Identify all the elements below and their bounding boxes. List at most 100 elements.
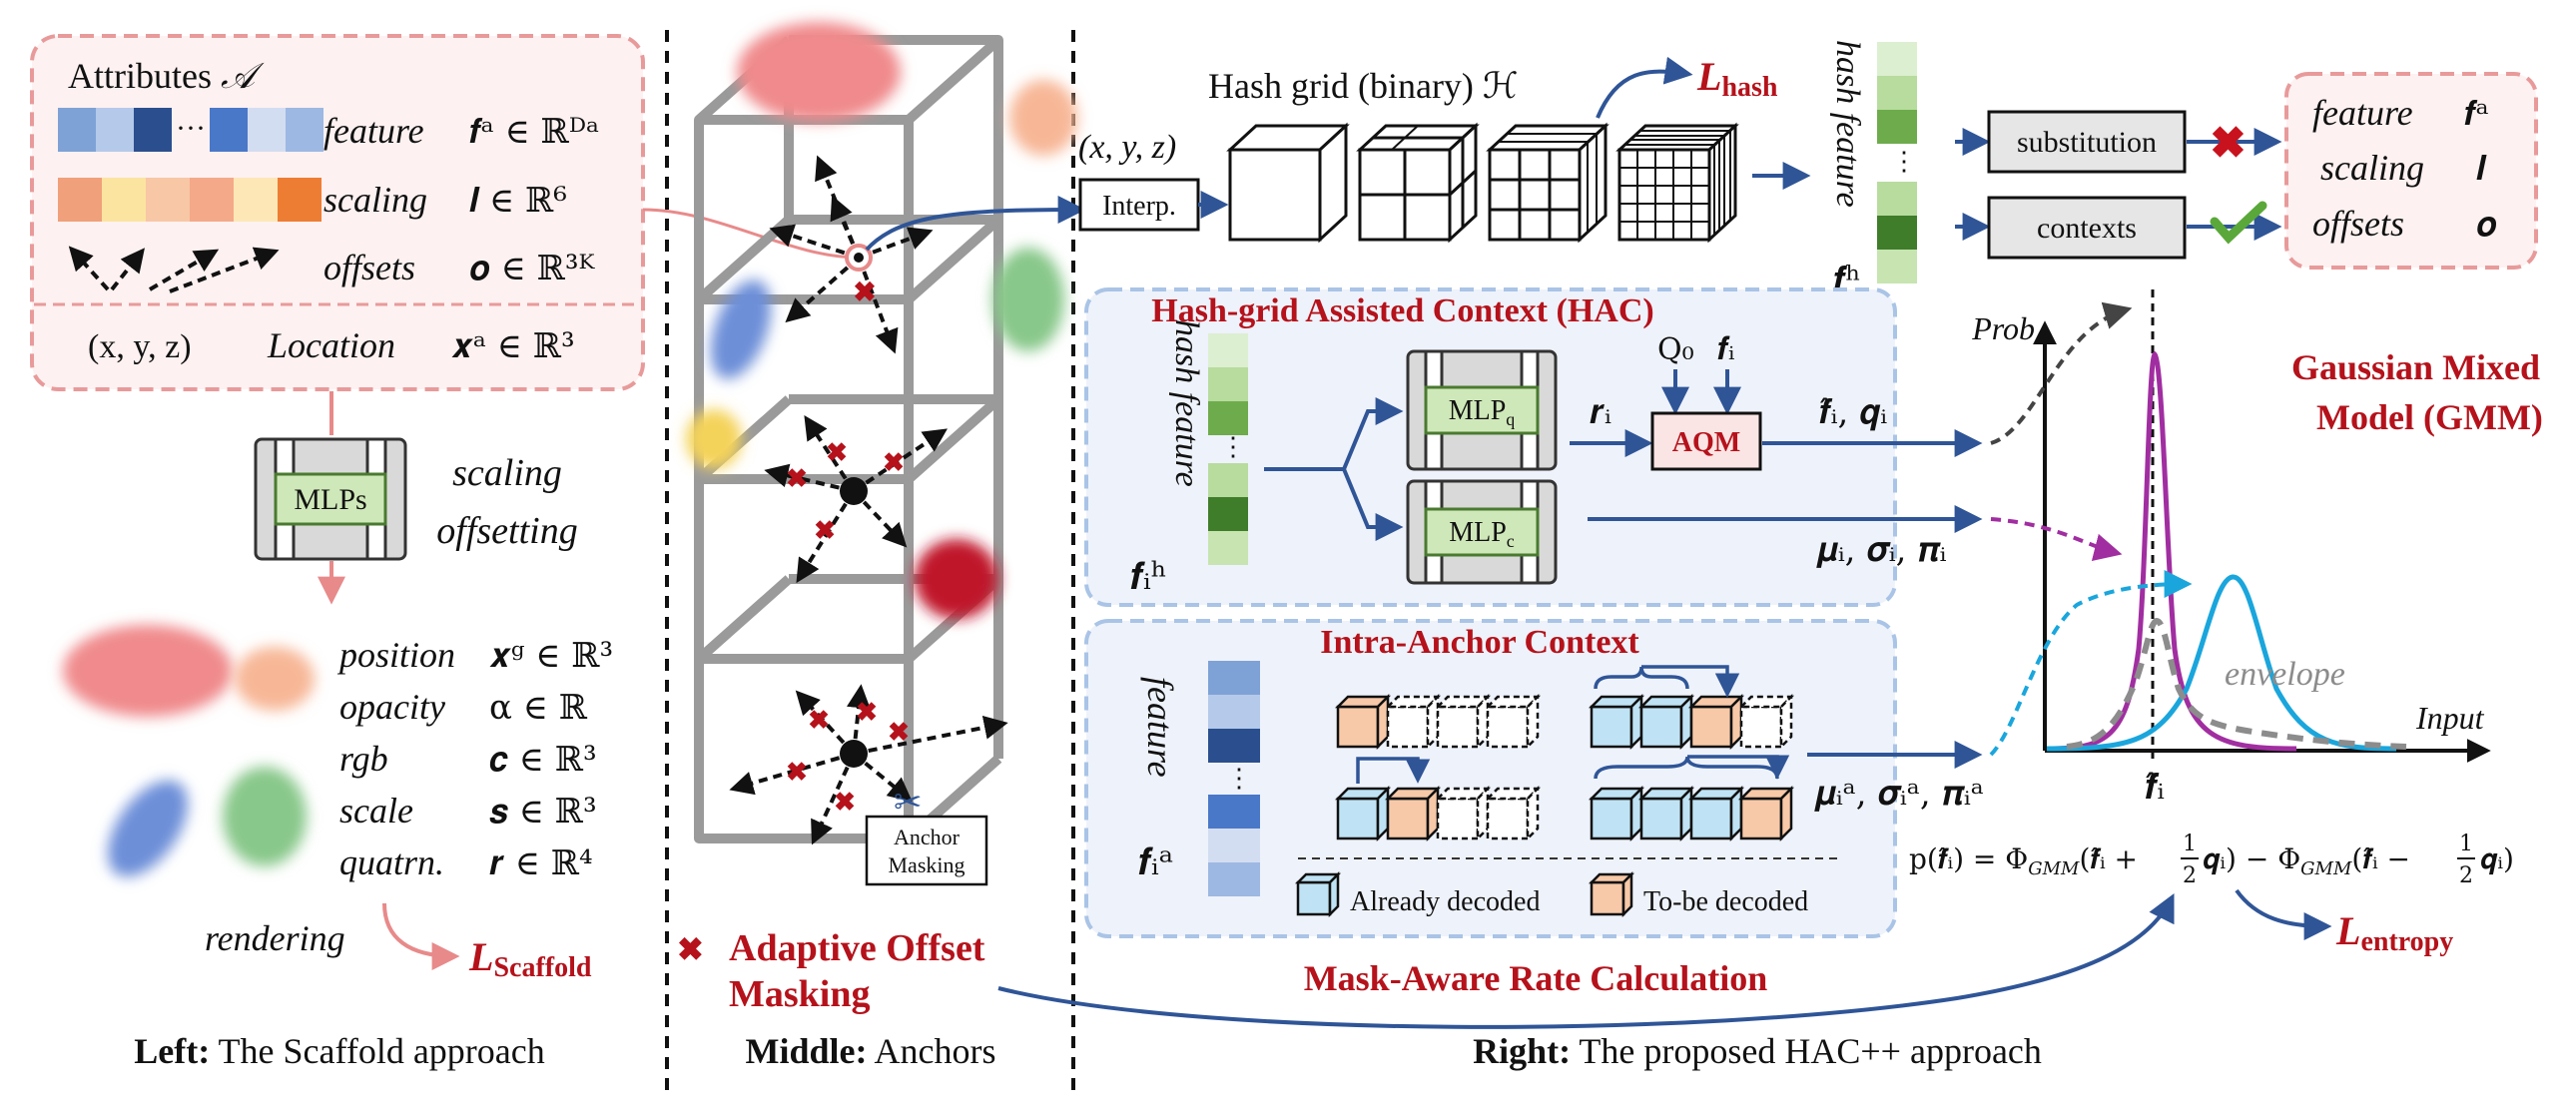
anchor-masking-label-2: Masking [889, 852, 966, 877]
gaussian-attr-label-4: quatrn. [339, 842, 444, 882]
location-math: 𝒙ᵃ ∈ ℝ³ [451, 326, 575, 366]
svg-text:Lentropy: Lentropy [2335, 908, 2453, 957]
formula-half-num-2: 1 [2459, 832, 2473, 856]
formula-half-den-2: 2 [2459, 863, 2473, 888]
substitution-box [1987, 110, 2187, 174]
location-label: Location [267, 325, 395, 365]
feature-ellipsis: ··· [176, 112, 206, 145]
right-caption-rest: The proposed HAC++ approach [1571, 1031, 2042, 1071]
anchor-masking-box [865, 815, 988, 886]
svg-text:Right: The proposed HAC++ appr: Right: The proposed HAC++ approach [1473, 1031, 2042, 1071]
gaussian-attr-math-4: 𝒓 ∈ ℝ⁴ [489, 843, 593, 883]
gmm-title-2: Model (GMM) [2316, 397, 2543, 437]
envelope-label: envelope [2225, 656, 2345, 693]
svg-text:𝒒ᵢ) − ΦGMM(𝒇̂ᵢ −: 𝒒ᵢ) − ΦGMM(𝒇̂ᵢ − [2203, 842, 2410, 879]
loss-scaffold-sub: Scaffold [493, 952, 591, 983]
out-scaling-label: scaling [2320, 148, 2424, 188]
legend-already-decoded-label: Already decoded [1350, 886, 1540, 917]
formula-a: (𝒇̂ᵢ + [2079, 842, 2138, 875]
prob-axis-label: Prob [1971, 310, 2035, 346]
svg-text:Left: The Scaffold approach: Left: The Scaffold approach [134, 1031, 545, 1071]
out-offsets-label: offsets [2312, 204, 2404, 244]
mlp-c-label: MLP [1449, 517, 1507, 548]
hac-fih-symbol: 𝒇ᵢʰ [1130, 554, 1167, 598]
aqm-box [1650, 411, 1762, 471]
grid-level-3 [1486, 122, 1610, 244]
aqm-label: AQM [1672, 427, 1740, 458]
rendering-arrow [382, 902, 460, 970]
formula-p: p(𝒇̂ᵢ) = Φ [1909, 842, 2028, 875]
svg-text:✖: ✖ [853, 278, 876, 308]
gaussian-attr-label-1: opacity [339, 687, 445, 727]
anchor-masking-label-1: Anchor [894, 825, 961, 849]
gaussian-attr-math-0: 𝒙ᵍ ∈ ℝ³ [489, 636, 613, 676]
svg-text:Attributes 𝒜: Attributes 𝒜 [68, 56, 265, 96]
gaussian-attr-math-1: α ∈ ℝ [489, 688, 588, 728]
intra-feature-vector: ⋮ [1208, 661, 1260, 896]
legend-to-be-decoded-icon [1588, 870, 1635, 918]
svg-text:MLPq: MLPq [1449, 395, 1516, 429]
hash-grid-title: Hash grid (binary) ℋ [1208, 66, 1519, 106]
svg-text:✖: ✖ [834, 788, 856, 817]
svg-text:✖: ✖ [888, 718, 910, 747]
svg-text:✖: ✖ [808, 706, 830, 735]
mlps-block: MLPs [254, 437, 407, 561]
feature-math: 𝒇ᵃ ∈ ℝᴰᵃ [469, 112, 599, 152]
fhat-axis-label: 𝒇̂ᵢ [2145, 767, 2165, 808]
out-scaling-math: 𝒍 [2476, 149, 2487, 189]
svg-text:Lhash: Lhash [1696, 54, 1778, 103]
adaptive-masking-x-icon: ✖ [677, 931, 704, 967]
hash-feature-vertical-label: hash feature [1829, 40, 1866, 208]
scaling-offsetting-label-2: offsetting [436, 510, 577, 552]
gaussian-attr-math-3: 𝒔 ∈ ℝ³ [489, 792, 597, 832]
svg-text:✖: ✖ [856, 698, 878, 727]
mlp-q-sub: q [1506, 409, 1515, 429]
gaussian-blobs-middle [686, 22, 1077, 619]
svg-text:✖: ✖ [814, 516, 836, 545]
scaling-math: 𝒍 ∈ ℝ⁶ [469, 181, 567, 221]
anchor-to-interp-arrow [865, 196, 1086, 252]
q0-label: Q₀ [1657, 332, 1694, 367]
input-axis-label: Input [2415, 700, 2485, 736]
svg-text:MLPc: MLPc [1449, 517, 1515, 551]
gmm-plot: Prob Input envelope 𝒇̂ᵢ [1971, 289, 2491, 808]
attributes-panel [30, 34, 645, 391]
svg-text:Middle: Anchors: Middle: Anchors [746, 1031, 996, 1071]
intra-anchor-title: Intra-Anchor Context [1320, 624, 1639, 661]
hash-feature-vector: ⋮ [1877, 42, 1917, 283]
out-feature-label: feature [2312, 93, 2413, 133]
contexts-box [1987, 196, 2187, 260]
hash-loss-arrow [1596, 56, 1693, 119]
offsets-label: offsets [323, 248, 415, 287]
location-xyz: (x, y, z) [88, 328, 192, 365]
svg-text:⋮: ⋮ [1891, 147, 1917, 176]
adaptive-masking-label-2: Masking [729, 973, 870, 1015]
loss-hash-main: L [1696, 54, 1721, 99]
scaling-label: scaling [323, 180, 427, 220]
hac-hash-feature-label: hash feature [1168, 319, 1205, 487]
gmm-cyan-curve [2046, 574, 2397, 752]
feature-label: feature [323, 111, 424, 151]
context-brackets [1356, 665, 1790, 784]
out-offsets-math: 𝒐 [2476, 205, 2497, 245]
mu-sigma-pi-label: 𝝁ᵢ, 𝝈ᵢ, 𝝅ᵢ [1816, 530, 1947, 570]
decode-cubes-row1 [1334, 693, 1795, 751]
output-attributes-panel [2284, 72, 2538, 270]
intra-to-gmm-arrow [1989, 570, 2193, 757]
r-i-label: 𝒓ᵢ [1590, 392, 1611, 432]
gaussian-blobs-left [63, 625, 315, 877]
anchor-middle: ✖ ✖ ✖ ✖ [764, 414, 948, 584]
loss-scaffold-main: L [468, 934, 493, 979]
svg-text:✖: ✖ [826, 438, 848, 467]
hac-title: Hash-grid Assisted Context (HAC) [1151, 292, 1653, 329]
mlp-q-block: MLPq [1406, 349, 1558, 471]
middle-caption-bold: Middle: [746, 1031, 868, 1071]
svg-text:⋮: ⋮ [1220, 432, 1246, 461]
probability-formula: p(𝒇̂ᵢ) = ΦGMM(𝒇̂ᵢ + 1 2 𝒒ᵢ) − ΦGMM(𝒇̂ᵢ −… [1909, 832, 2514, 888]
grid-level-4 [1615, 122, 1739, 244]
out-feature-math: 𝒇ᵃ [2464, 94, 2489, 134]
formula-d: 𝒒ᵢ) [2480, 842, 2514, 875]
svg-text:⋮: ⋮ [1226, 764, 1252, 793]
location-to-anchor-line [642, 208, 860, 260]
